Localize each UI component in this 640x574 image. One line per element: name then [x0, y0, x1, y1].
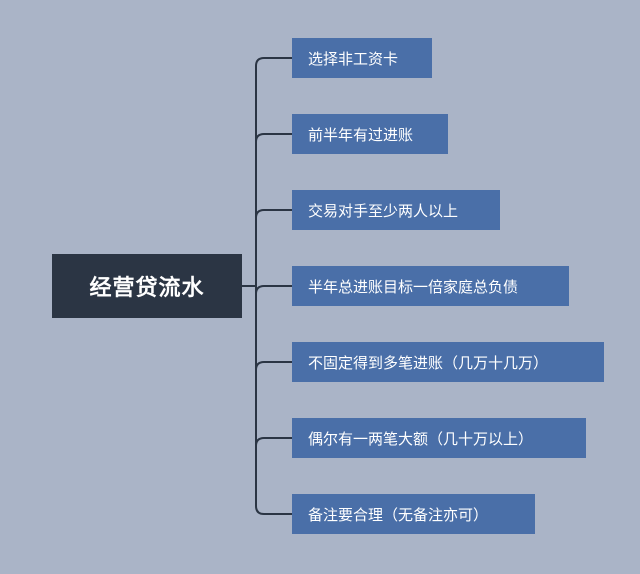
branch-node-7: 备注要合理（无备注亦可）: [292, 494, 535, 534]
branch-node-6: 偶尔有一两笔大额（几十万以上）: [292, 418, 586, 458]
branch-node-3: 交易对手至少两人以上: [292, 190, 500, 230]
branch-node-2: 前半年有过进账: [292, 114, 448, 154]
root-node: 经营贷流水: [52, 254, 242, 318]
branch-node-4: 半年总进账目标一倍家庭总负债: [292, 266, 569, 306]
branch-node-1: 选择非工资卡: [292, 38, 432, 78]
branch-node-5: 不固定得到多笔进账（几万十几万）: [292, 342, 604, 382]
